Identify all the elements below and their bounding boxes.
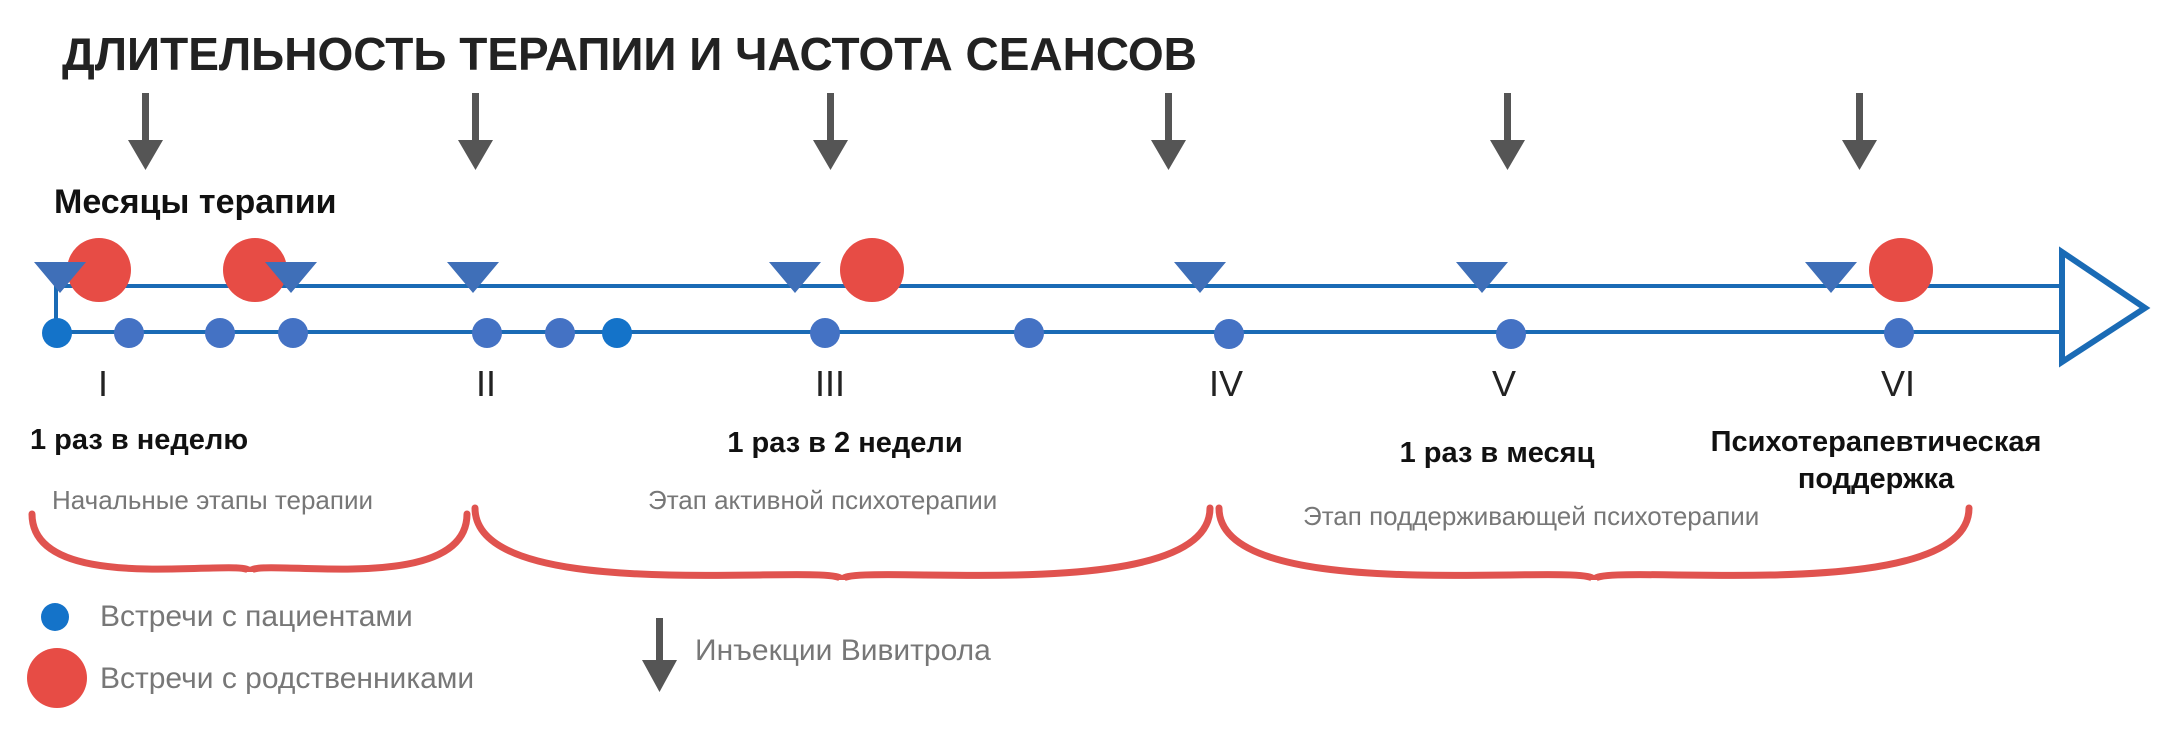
- patient-meeting-dot: [810, 318, 840, 348]
- patient-meeting-dot: [42, 318, 72, 348]
- month-label: I: [98, 363, 108, 404]
- patient-meeting-dot: [1496, 319, 1526, 349]
- relative-meetings: [67, 238, 1933, 302]
- timeline: [54, 246, 2151, 368]
- month-label: VI: [1881, 363, 1915, 404]
- brace-active: [471, 504, 1214, 584]
- patient-meetings: [42, 318, 1914, 349]
- relative-meeting-dot: [840, 238, 904, 302]
- injection-arrows: [128, 93, 1877, 170]
- patient-meeting-dot: [602, 318, 632, 348]
- phase-maintenance: Этап поддерживающей психотерапии: [1303, 501, 1759, 531]
- brace-initial: [28, 510, 471, 576]
- phase-labels: Начальные этапы терапии Этап активной пс…: [52, 485, 1759, 531]
- triangle-down-icon: [1174, 262, 1226, 293]
- month-label: V: [1492, 363, 1516, 404]
- legend: Встречи с пациентами Встречи с родственн…: [27, 600, 991, 708]
- down-arrow-icon: [458, 93, 493, 170]
- patient-meeting-legend-dot: [41, 603, 69, 631]
- phase-initial: Начальные этапы терапии: [52, 485, 373, 515]
- frequency-biweekly: 1 раз в 2 недели: [727, 427, 962, 459]
- relative-meeting-dot: [67, 238, 131, 302]
- triangle-down-icon: [265, 262, 317, 293]
- legend-relatives: Встречи с родственниками: [100, 662, 474, 695]
- down-arrow-icon: [642, 618, 677, 692]
- down-arrow-icon: [128, 93, 163, 170]
- legend-patients: Встречи с пациентами: [100, 600, 413, 633]
- months-label: Месяцы терапии: [54, 183, 337, 221]
- down-arrow-icon: [813, 93, 848, 170]
- relative-meeting-dot: [1869, 238, 1933, 302]
- legend-injections: Инъекции Вивитрола: [695, 634, 991, 667]
- down-arrow-icon: [1151, 93, 1186, 170]
- patient-meeting-dot: [205, 318, 235, 348]
- down-arrow-icon: [1490, 93, 1525, 170]
- month-label: II: [476, 363, 496, 404]
- triangle-down-icon: [447, 262, 499, 293]
- patient-meeting-dot: [114, 318, 144, 348]
- patient-meeting-dot: [1214, 319, 1244, 349]
- down-arrow-icon: [1842, 93, 1877, 170]
- phase-active: Этап активной психотерапии: [648, 485, 997, 515]
- frequency-labels: 1 раз в неделю 1 раз в 2 недели 1 раз в …: [30, 424, 2041, 495]
- frequency-support-line1: Психотерапевтическая: [1711, 426, 2042, 458]
- triangle-down-icon: [1456, 262, 1508, 293]
- patient-meeting-dot: [545, 318, 575, 348]
- patient-meeting-dot: [1014, 318, 1044, 348]
- triangle-down-icon: [34, 262, 86, 293]
- month-numerals: I II III IV V VI: [98, 363, 1915, 404]
- month-label: III: [815, 363, 845, 404]
- patient-meeting-dot: [1884, 318, 1914, 348]
- triangle-down-icon: [1805, 262, 1857, 293]
- brace-maintenance: [1215, 504, 1973, 584]
- relative-meeting-legend-dot: [27, 648, 87, 708]
- phase-braces: [28, 504, 1973, 584]
- diagram-title: ДЛИТЕЛЬНОСТЬ ТЕРАПИИ И ЧАСТОТА СЕАНСОВ: [62, 28, 1197, 80]
- month-markers: [34, 262, 1857, 293]
- triangle-right-icon: [2059, 246, 2151, 368]
- frequency-support-line2: поддержка: [1798, 463, 1955, 495]
- patient-meeting-dot: [278, 318, 308, 348]
- frequency-monthly: 1 раз в месяц: [1400, 437, 1595, 469]
- patient-meeting-dot: [472, 318, 502, 348]
- triangle-down-icon: [769, 262, 821, 293]
- frequency-weekly: 1 раз в неделю: [30, 424, 248, 456]
- month-label: IV: [1209, 363, 1243, 404]
- relative-meeting-dot: [223, 238, 287, 302]
